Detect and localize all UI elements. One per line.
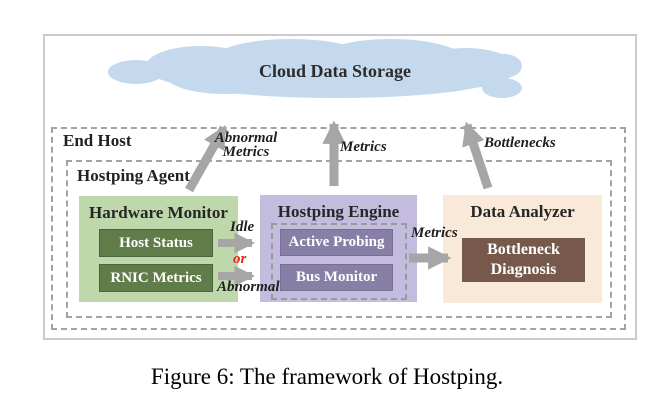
bottlenecks-label: Bottlenecks [484,135,556,151]
metrics-mid-label: Metrics [411,225,458,241]
data-analyzer-module: Data Analyzer Bottleneck Diagnosis [443,195,602,303]
idle-label: Idle [230,219,255,235]
engine-inner-dashed-box [271,223,407,300]
cloud-data-storage-label: Cloud Data Storage [259,61,411,81]
bottleneck-diagnosis-box: Bottleneck Diagnosis [462,238,585,282]
hostping-engine-module: Hostping Engine Active Probing Bus Monit… [260,195,417,302]
hostping-engine-title: Hostping Engine [277,202,400,221]
hostping-agent-container [66,160,612,318]
figure-outer-border [43,34,637,340]
rnic-metrics-box: RNIC Metrics [99,264,213,292]
data-analyzer-title: Data Analyzer [470,202,575,221]
or-label: or [233,251,247,267]
hardware-monitor-title: Hardware Monitor [89,203,228,222]
metrics-up-label: Metrics [340,139,387,155]
active-probing-box: Active Probing [280,229,393,256]
end-host-label: End Host [63,131,132,150]
abnormal-label: Abnormal [217,279,280,295]
figure-caption: Figure 6: The framework of Hostping. [150,364,504,389]
hostping-agent-label: Hostping Agent [77,166,190,185]
host-status-box: Host Status [99,229,213,257]
abnormal-metrics-label: Abnormal Metrics [214,130,278,160]
bus-monitor-box: Bus Monitor [280,264,393,291]
hardware-monitor-module: Hardware Monitor Host Status RNIC Metric… [79,196,238,302]
